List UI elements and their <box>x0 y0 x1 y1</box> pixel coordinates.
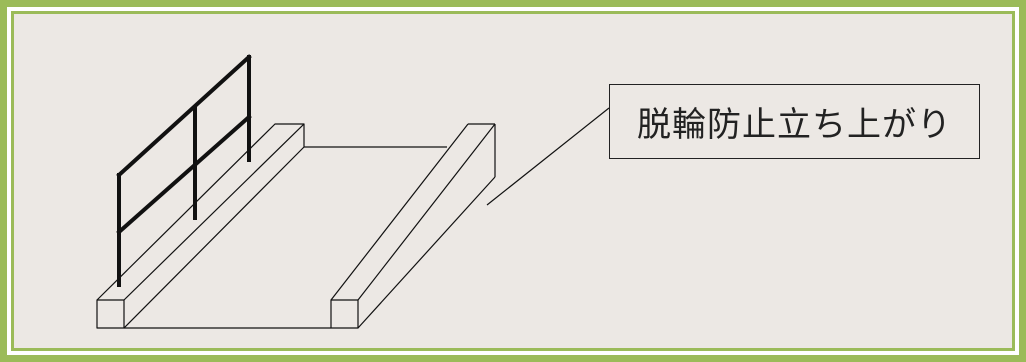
callout-leader-line <box>486 107 610 206</box>
wheel-stop-upstand <box>330 123 496 329</box>
handrail <box>116 54 252 287</box>
ramp-floor <box>124 146 447 329</box>
callout-label: 脱輪防止立ち上がり <box>609 84 980 159</box>
